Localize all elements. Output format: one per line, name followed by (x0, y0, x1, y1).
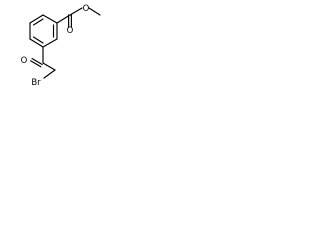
ring-bond-bottom-right (42, 38, 58, 48)
bromine-label: Br (31, 78, 41, 88)
ring-bond-top-left (29, 14, 44, 24)
acyl-carbonyl-double-bond-a (31, 57, 43, 66)
ring-bond-bottom-left (29, 38, 44, 48)
molecule-diagram: O O O Br (21, 4, 101, 88)
ester-bond-carbonyl-to-oxygen (69, 7, 83, 16)
acyl-carbonyl-double-bond-b (30, 60, 42, 68)
acyl-bond-carbonyl-to-methylene (42, 62, 56, 71)
ester-oxygen-label: O (83, 4, 90, 14)
structure-drawing: O O O Br (0, 0, 103, 94)
ring-inner-double-bond-top-left (32, 18, 44, 26)
ring-bond-top-right (42, 14, 58, 24)
ester-bond-oxygen-to-methyl (88, 7, 101, 16)
acyl-bond-methylene-to-bromine (43, 69, 56, 79)
ester-carbonyl-oxygen-label: O (67, 26, 74, 36)
ketone-oxygen-label: O (21, 56, 28, 66)
ester-bond-ring-to-carbonyl (56, 14, 71, 24)
ring-inner-double-bond-bottom-left (32, 36, 44, 44)
